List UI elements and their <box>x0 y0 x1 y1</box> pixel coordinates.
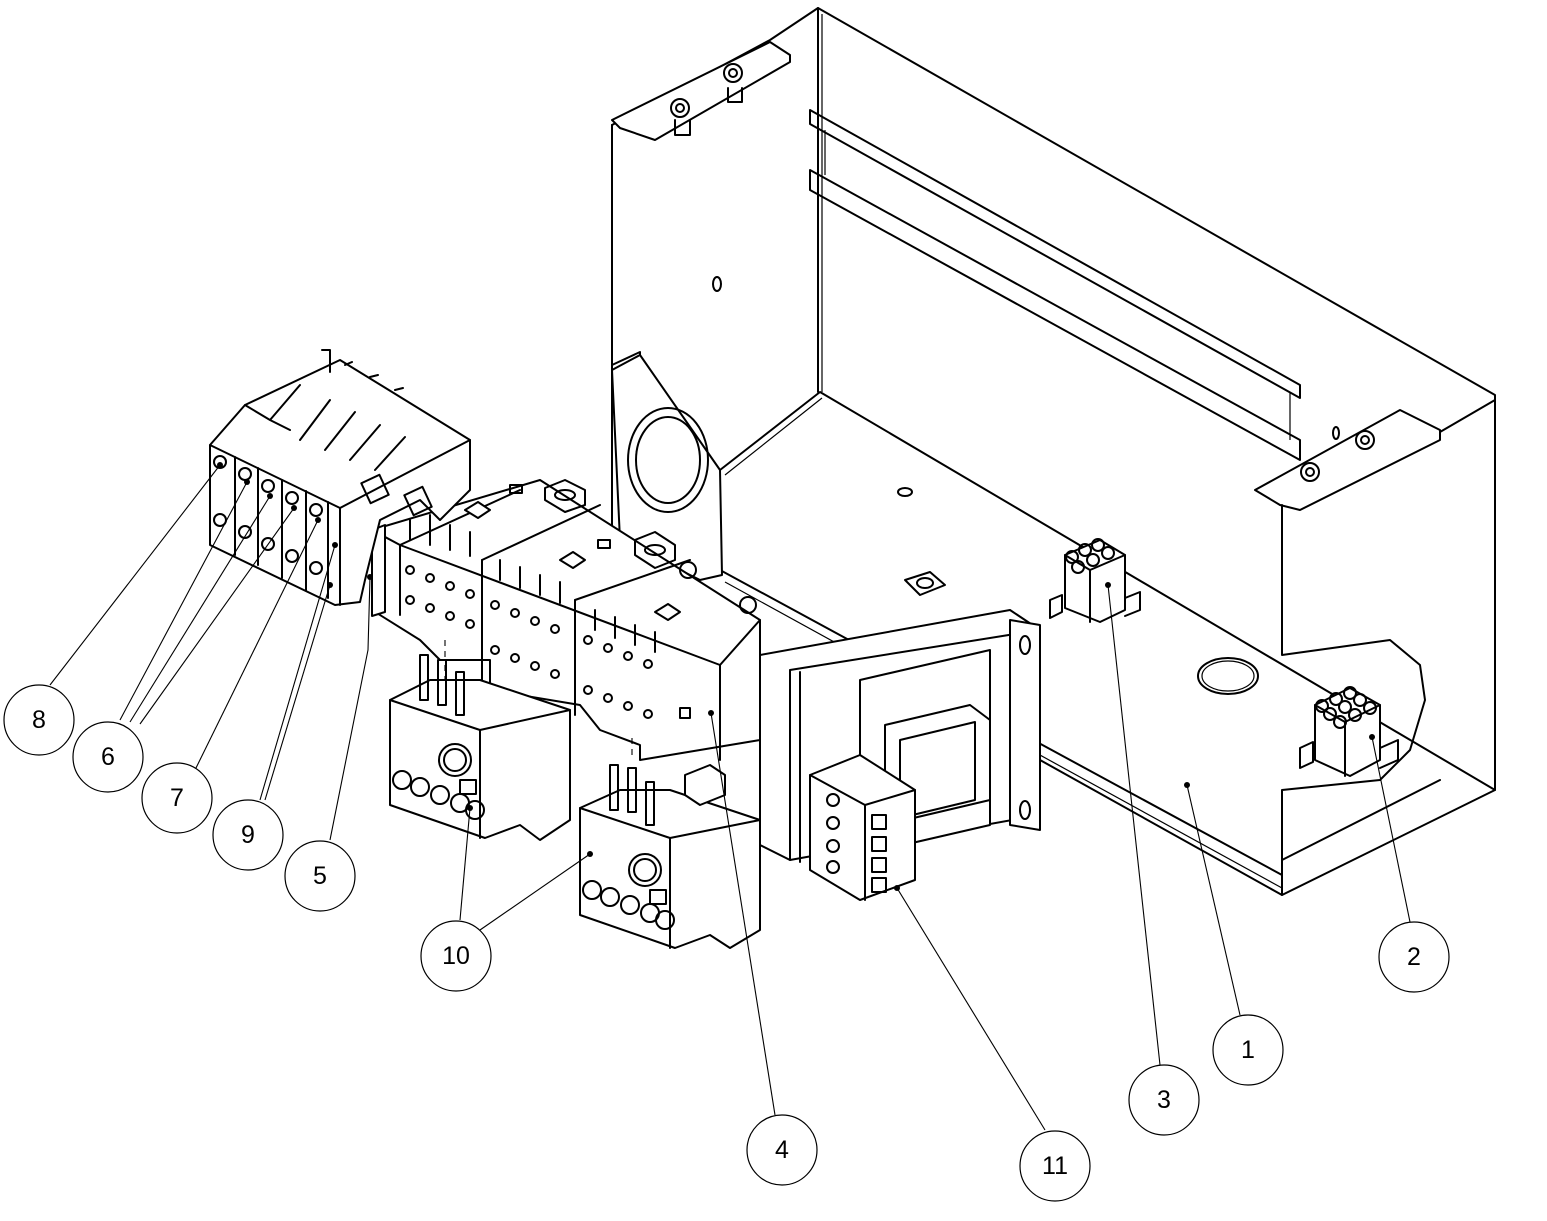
contactor-assembly <box>371 479 761 761</box>
svg-text:8: 8 <box>32 706 46 734</box>
callout-1: 1 <box>1212 1014 1284 1086</box>
connector-6-pin <box>1049 538 1141 623</box>
flange-nut-icon <box>670 63 1375 482</box>
callout-8: 8 <box>3 684 75 756</box>
callout-balloons: 1 2 3 4 5 6 7 8 <box>3 684 1450 1202</box>
svg-text:11: 11 <box>1042 1152 1068 1180</box>
terminal-block-rail <box>209 349 471 606</box>
connector-9-pin <box>1299 686 1399 777</box>
svg-text:4: 4 <box>775 1136 789 1164</box>
svg-text:2: 2 <box>1407 943 1421 971</box>
callout-9: 9 <box>212 799 284 871</box>
callout-11: 11 <box>1019 1130 1091 1202</box>
callout-7: 7 <box>141 762 213 834</box>
callout-3: 3 <box>1128 1064 1200 1136</box>
svg-text:3: 3 <box>1157 1086 1171 1114</box>
callout-6: 6 <box>72 721 144 793</box>
overload-relay-left <box>389 654 571 841</box>
svg-text:9: 9 <box>241 821 255 849</box>
svg-text:5: 5 <box>313 862 327 890</box>
svg-text:6: 6 <box>101 743 115 771</box>
callout-10: 10 <box>420 920 492 992</box>
overload-relay-right <box>579 764 761 949</box>
transformer <box>759 571 1041 901</box>
callout-4: 4 <box>746 1114 818 1186</box>
svg-text:10: 10 <box>442 942 470 970</box>
callout-5: 5 <box>284 840 356 912</box>
svg-text:1: 1 <box>1241 1036 1255 1064</box>
callout-2: 2 <box>1378 921 1450 993</box>
terminal-screw-icon <box>405 565 653 719</box>
svg-text:7: 7 <box>170 784 184 812</box>
leader-lines <box>49 462 1411 1131</box>
terminal-screw-icon <box>213 455 323 575</box>
enclosure-housing <box>611 7 1496 896</box>
